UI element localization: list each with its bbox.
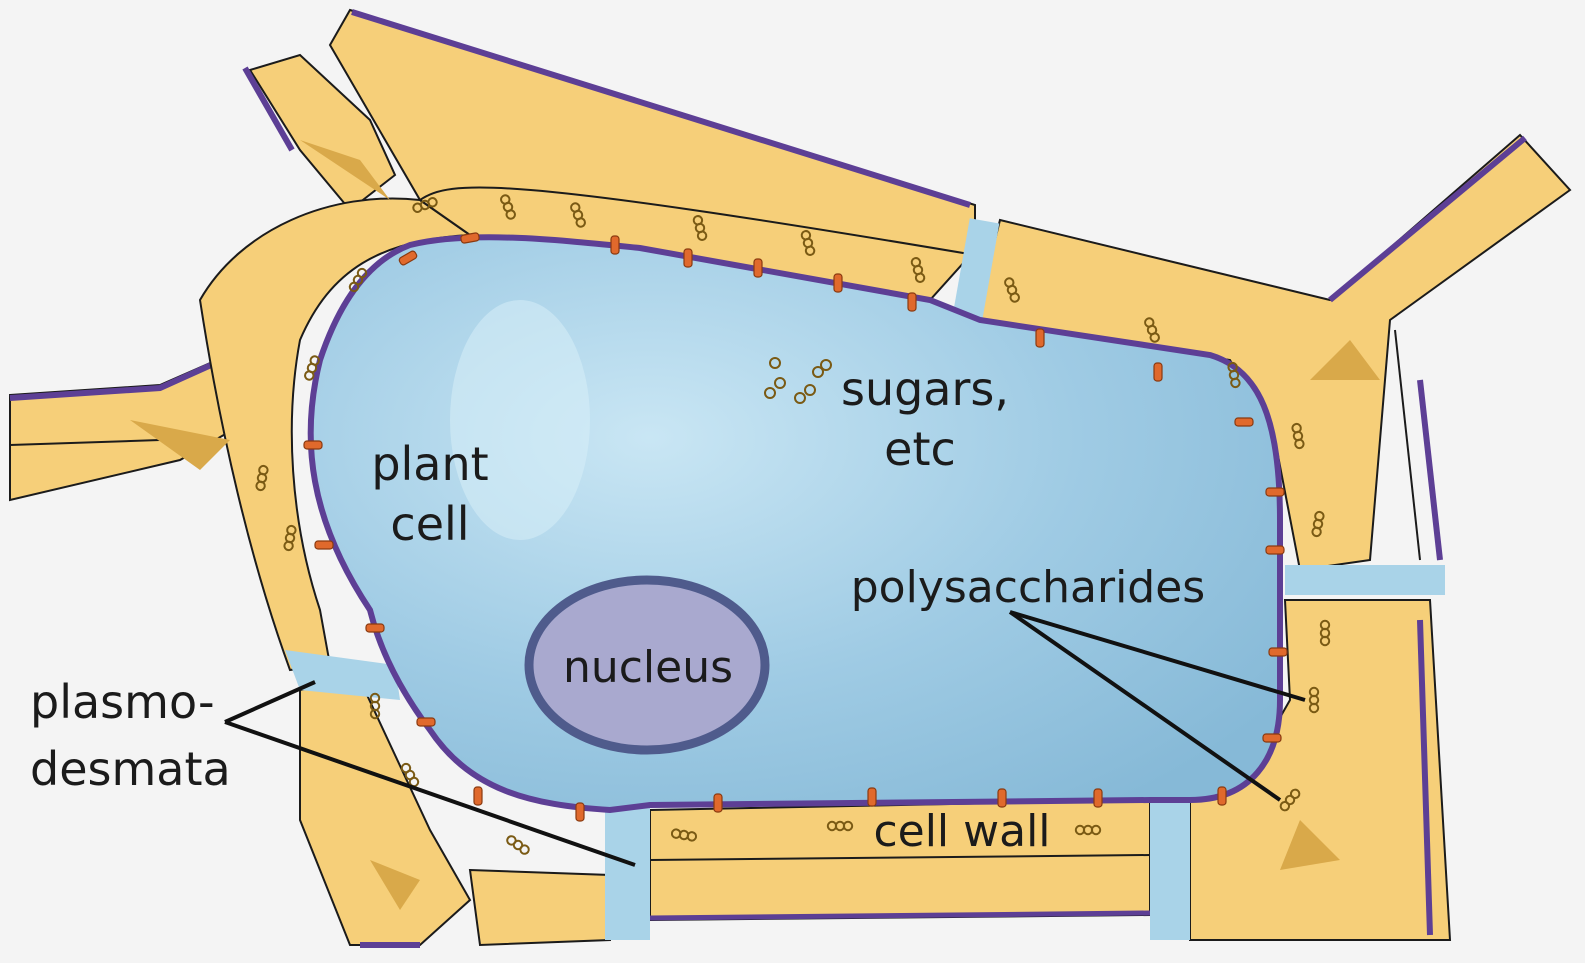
label-plasmodesmata-line2: desmata	[30, 742, 231, 796]
label-plant-cell-line1: plant	[371, 437, 488, 491]
label-nucleus: nucleus	[563, 642, 733, 693]
label-sugars-line2: etc	[884, 422, 956, 476]
label-plasmodesmata-line1: plasmo-	[30, 675, 215, 729]
label-cell-wall: cell wall	[873, 806, 1050, 857]
label-sugars-line1: sugars,	[841, 362, 1009, 416]
label-polysaccharides: polysaccharides	[851, 562, 1205, 613]
plasmodesma-channel	[1150, 790, 1190, 940]
cytoplasm-highlight	[450, 300, 590, 540]
plasmodesma-channel	[605, 800, 650, 940]
plasmodesma-channel	[1285, 565, 1445, 595]
label-plant-cell-line2: cell	[390, 497, 469, 551]
